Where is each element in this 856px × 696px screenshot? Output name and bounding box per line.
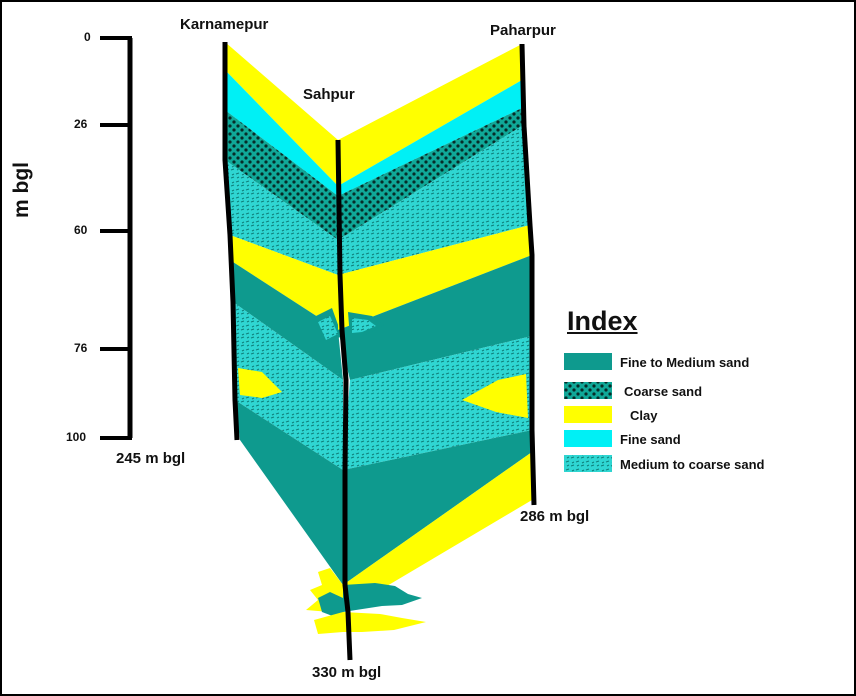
index-title: Index: [567, 306, 638, 336]
legend-swatch-medium-coarse: [564, 455, 612, 472]
legend-label-medium-coarse: Medium to coarse sand: [620, 457, 765, 472]
left-fence-panel: [225, 42, 343, 585]
tick-label-26: 26: [74, 117, 88, 131]
tick-label-76: 76: [74, 341, 88, 355]
tick-label-0: 0: [84, 30, 91, 44]
legend-swatch-fine-medium: [564, 353, 612, 370]
legend-label-clay: Clay: [630, 408, 658, 423]
legend-swatch-fine: [564, 430, 612, 447]
tick-label-60: 60: [74, 223, 88, 237]
legend-label-fine: Fine sand: [620, 432, 681, 447]
tick-label-100: 100: [66, 430, 87, 444]
bottom-extension: [306, 568, 426, 634]
depth-label-karnamepur: 245 m bgl: [116, 450, 186, 467]
legend-label-coarse: Coarse sand: [624, 384, 703, 399]
well-label-paharpur: Paharpur: [490, 22, 556, 39]
borehole-lines: [222, 42, 537, 661]
y-axis-label: m bgl: [10, 162, 33, 218]
index-swatches: [564, 353, 612, 472]
right-fence-panel: [338, 44, 532, 612]
legend-label-fine-medium: Fine to Medium sand: [620, 355, 750, 370]
well-label-karnamepur: Karnamepur: [180, 16, 269, 33]
well-label-sahpur: Sahpur: [303, 86, 355, 103]
legend-swatch-clay: [564, 406, 612, 423]
depth-label-sahpur: 330 m bgl: [312, 664, 382, 681]
legend-swatch-coarse: [564, 382, 612, 399]
depth-scale: [100, 36, 133, 440]
depth-label-paharpur: 286 m bgl: [520, 508, 590, 525]
